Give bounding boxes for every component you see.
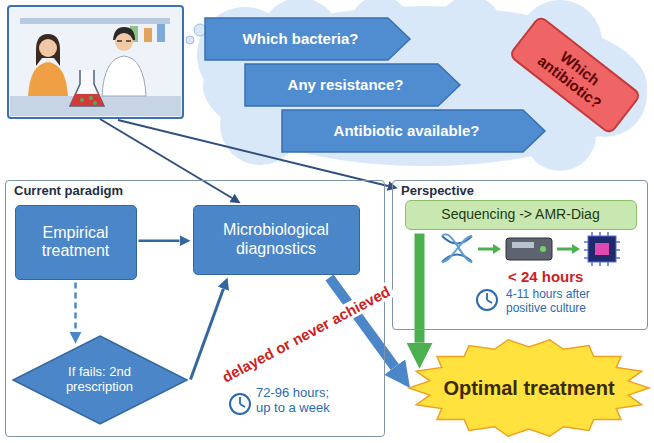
node-label: If fails: 2nd prescription (54, 365, 146, 395)
diamond-shape (13, 336, 187, 424)
process-box: Microbiological diagnostics (193, 205, 360, 275)
flask-culture (70, 94, 104, 106)
time-note: 4-11 hours after positive culture (506, 288, 614, 316)
scientist-coat (102, 56, 146, 96)
chip-body (588, 236, 616, 262)
chip-pins (584, 232, 620, 266)
chip-icon (584, 232, 620, 266)
star-shape (409, 340, 649, 437)
thought-cloud (197, 0, 647, 171)
patient-hair (36, 34, 60, 66)
patient-body (28, 62, 68, 96)
patient-head (39, 39, 57, 57)
sequencer-light (540, 246, 546, 252)
sequencer-slot (512, 242, 534, 248)
thought-bubble (186, 36, 194, 44)
cloud-bump (438, 0, 502, 60)
lab-shelf (20, 18, 170, 24)
node-label: Sequencing -> AMR-Diag (441, 206, 599, 222)
bacteria-dot (93, 101, 97, 105)
band-shape (245, 64, 460, 106)
bacteria-dot (89, 96, 93, 100)
process-box: Sequencing -> AMR-Diag (405, 200, 637, 230)
clock-hands (240, 397, 245, 407)
thought-bubble (194, 24, 206, 36)
question-arrow: Which bacteria? (205, 18, 410, 60)
step-arrow (478, 248, 494, 251)
node-label: Empirical treatment (24, 224, 128, 261)
step-arrow-head (572, 244, 580, 254)
node-label: Which bacteria? (243, 30, 359, 47)
node-label: Any resistance? (288, 76, 404, 93)
dna-strand (442, 234, 472, 262)
scientist-head (115, 33, 133, 51)
sequencer-body (506, 238, 552, 260)
node-label: Antibiotic available? (334, 122, 480, 139)
sequencer-icon (506, 238, 552, 260)
scientist-glasses (117, 40, 131, 42)
illustration-frame (8, 6, 183, 118)
band-shape (205, 18, 410, 60)
question-arrow: Antibiotic available? (282, 110, 545, 152)
outcome-burst: Optimal treatment (408, 338, 650, 438)
time-note: 72-96 hours; up to a week (256, 386, 346, 416)
lab-bottle (144, 28, 152, 42)
node-label: Microbiological diagnostics (202, 221, 351, 258)
bacteria-dot (80, 98, 84, 102)
time-note: < 24 hours (508, 268, 628, 285)
panel-heading: Perspective (401, 184, 474, 199)
step-arrow (557, 248, 573, 251)
flow-arrow (415, 234, 425, 343)
chip-core (595, 243, 609, 255)
flow-arrow (191, 289, 224, 380)
process-box: Empirical treatment (15, 205, 137, 280)
question-arrow: Any resistance? (245, 64, 460, 106)
flow-arrow (74, 283, 77, 332)
node-label: Optimal treatment (443, 377, 614, 400)
clock-hands (487, 293, 492, 303)
dna-icon (442, 234, 472, 262)
clock-face (230, 394, 250, 414)
flask (70, 70, 104, 106)
band-shape (282, 110, 545, 152)
decision-diamond: If fails: 2nd prescription (12, 335, 188, 425)
lab-bottle (157, 24, 165, 42)
flow-arrow (139, 240, 180, 243)
panel-heading: Current paradigm (14, 184, 123, 199)
clock-face (477, 290, 497, 310)
step-arrow-head (493, 244, 501, 254)
clock-icon (477, 290, 497, 310)
clock-icon (230, 394, 250, 414)
